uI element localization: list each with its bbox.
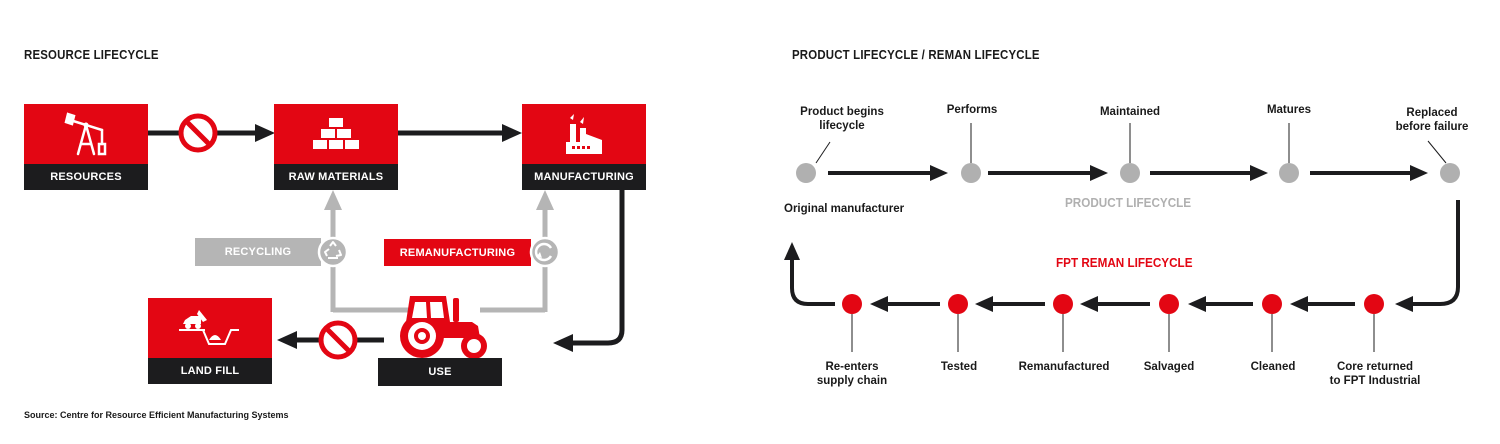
product-node-label: Matures (1266, 104, 1312, 116)
arrow-manufacturing-to-use (570, 190, 625, 346)
resource-lifecycle-title: RESOURCE LIFECYCLE (24, 47, 159, 62)
product-node-label: Maintained (1099, 106, 1161, 118)
reman-node-label: Remanufactured (1018, 361, 1110, 373)
product-arrows (828, 165, 1428, 181)
source-note: Source: Centre for Resource Efficient Ma… (24, 410, 289, 420)
recycling-bar: RECYCLING (195, 238, 321, 266)
land-fill-label: LAND FILL (148, 358, 272, 384)
product-node (961, 163, 981, 183)
manufacturing-box: MANUFACTURING (522, 104, 646, 190)
product-node-label: Performs (946, 104, 998, 116)
reman-arrows (870, 296, 1355, 312)
prohibited-icon (178, 113, 218, 153)
recycle-icon (317, 236, 349, 268)
remanufacturing-bar: REMANUFACTURING (384, 239, 531, 266)
product-lifecycle-label: PRODUCT LIFECYCLE (1065, 195, 1192, 210)
oil-pump-icon (24, 104, 148, 164)
reman-node (1364, 294, 1384, 314)
reman-node (1262, 294, 1282, 314)
remanufacturing-arrowhead (536, 190, 554, 210)
reman-node (1159, 294, 1179, 314)
use-box: USE (378, 358, 502, 386)
original-manufacturer-label: Original manufacturer (784, 203, 905, 215)
product-node (1279, 163, 1299, 183)
bricks-icon (274, 104, 398, 164)
factory-icon (522, 104, 646, 164)
reman-node-label: Cleaned (1250, 361, 1296, 373)
reman-node (948, 294, 968, 314)
resources-label: RESOURCES (24, 164, 148, 190)
product-node (1440, 163, 1460, 183)
raw-materials-label: RAW MATERIALS (274, 164, 398, 190)
refresh-cycle-icon (529, 236, 561, 268)
reman-node (1053, 294, 1073, 314)
curve-to-reman (1410, 200, 1460, 306)
curve-to-original (790, 258, 835, 306)
recycling-arrowhead (324, 190, 342, 210)
reman-node (842, 294, 862, 314)
land-fill-box: LAND FILL (148, 298, 272, 384)
prohibited-icon (318, 320, 358, 360)
product-node (796, 163, 816, 183)
manufacturing-label: MANUFACTURING (522, 164, 646, 190)
product-node (1120, 163, 1140, 183)
resources-box: RESOURCES (24, 104, 148, 190)
product-reman-lifecycle-title: PRODUCT LIFECYCLE / REMAN LIFECYCLE (792, 47, 1040, 62)
fpt-reman-lifecycle-label: FPT REMAN LIFECYCLE (1056, 255, 1193, 270)
reman-node-label: Salvaged (1143, 361, 1195, 373)
tractor-icon (396, 292, 496, 360)
use-label: USE (378, 358, 502, 386)
reman-node-label: Tested (940, 361, 978, 373)
raw-materials-box: RAW MATERIALS (274, 104, 398, 190)
dump-truck-icon (148, 298, 272, 358)
